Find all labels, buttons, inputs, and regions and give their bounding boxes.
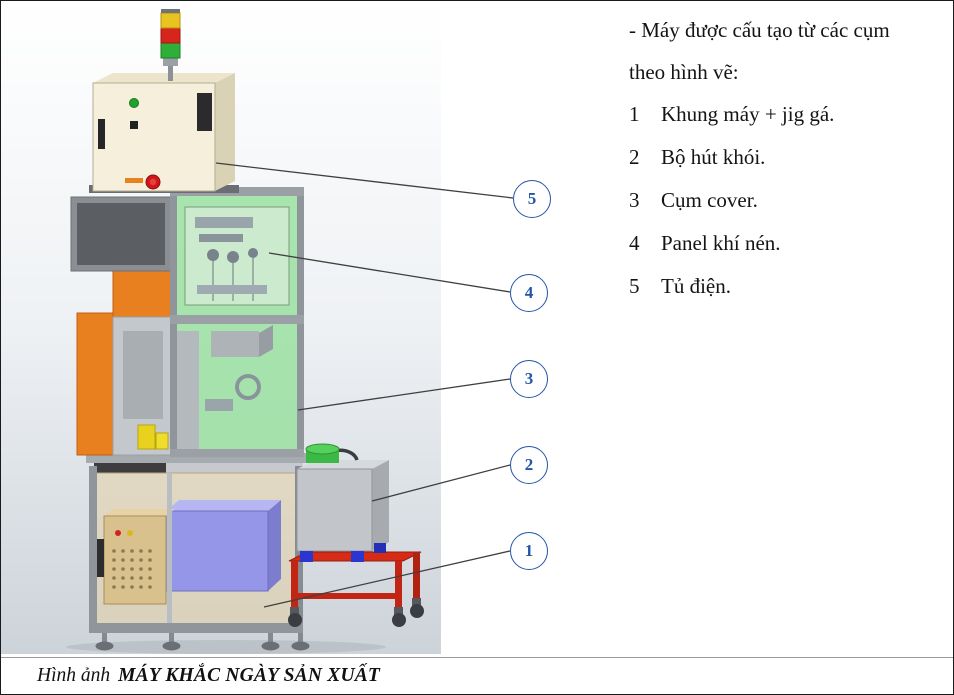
machine-base-frame — [86, 453, 316, 651]
emergency-stop-button — [145, 174, 161, 190]
part-number: 3 — [629, 188, 640, 212]
part-item-1: 1 Khung máy + jig gá. — [629, 93, 949, 136]
pneumatic-panel — [184, 206, 290, 306]
leader-lines — [215, 162, 514, 608]
cover-interior — [177, 325, 273, 451]
part-item-2: 2 Bộ hút khói. — [629, 136, 949, 179]
flat-panel — [70, 196, 172, 272]
electrical-cabinet — [92, 73, 235, 192]
part-number: 4 — [629, 231, 640, 255]
machine-figure: 5 4 3 2 1 — [1, 1, 611, 657]
part-number: 5 — [629, 274, 640, 298]
callout-2-number: 2 — [524, 455, 534, 474]
part-label: Khung máy + jig gá. — [661, 102, 835, 126]
smoke-extractor — [288, 443, 424, 627]
callout-2: 2 — [510, 446, 548, 484]
callout-4: 4 — [510, 274, 548, 312]
part-item-4: 4 Panel khí nén. — [629, 222, 949, 265]
callout-3-number: 3 — [524, 369, 534, 388]
callout-3: 3 — [510, 360, 548, 398]
machine-drawing — [1, 1, 514, 654]
signal-tower-light — [160, 9, 181, 81]
callout-5: 5 — [513, 180, 551, 218]
jig-parts — [137, 424, 169, 450]
part-label: Tủ điện. — [661, 274, 731, 298]
part-item-5: 5 Tủ điện. — [629, 265, 949, 308]
part-label: Bộ hút khói. — [661, 145, 766, 169]
figure-caption: Hình ảnh MÁY KHẮC NGÀY SẢN XUẤT — [1, 657, 953, 694]
callout-5-number: 5 — [527, 189, 537, 208]
side-panels — [70, 196, 174, 456]
part-number: 1 — [629, 102, 640, 126]
callout-4-number: 4 — [524, 283, 534, 302]
part-label: Cụm cover. — [661, 188, 758, 212]
parts-description: - Máy được cấu tạo từ các cụm theo hình … — [629, 9, 949, 308]
intro-line-1: - Máy được cấu tạo từ các cụm — [629, 18, 890, 42]
part-item-3: 3 Cụm cover. — [629, 179, 949, 222]
part-number: 2 — [629, 145, 640, 169]
callout-1: 1 — [510, 532, 548, 570]
part-label: Panel khí nén. — [661, 231, 781, 255]
callout-1-number: 1 — [524, 541, 534, 560]
leveling-feet — [95, 633, 310, 651]
caption-title: MÁY KHẮC NGÀY SẢN XUẤT — [118, 665, 381, 686]
intro-line-2: theo hình vẽ: — [629, 60, 739, 84]
caption-prefix: Hình ảnh — [37, 665, 111, 686]
